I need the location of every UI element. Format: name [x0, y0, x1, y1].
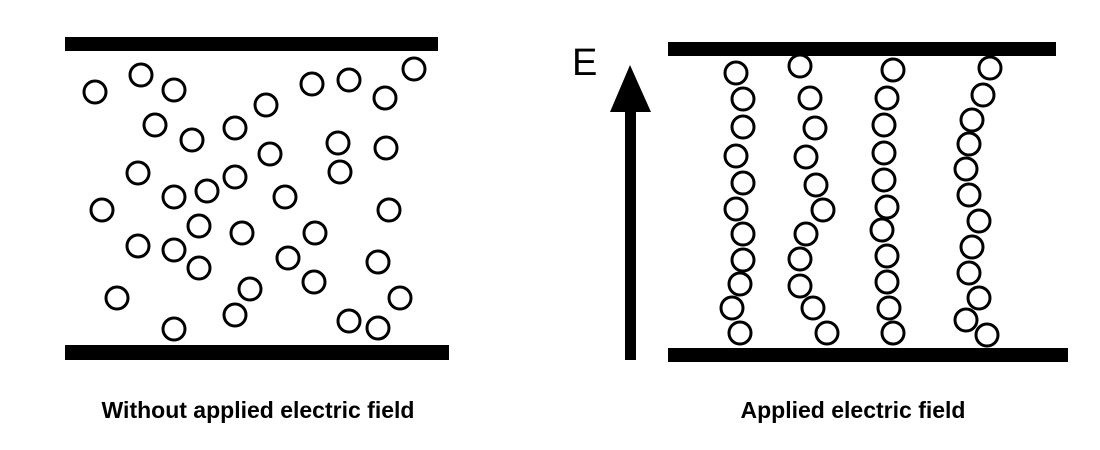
chain-particle — [970, 82, 996, 108]
particle — [229, 220, 255, 246]
particle — [161, 77, 187, 103]
caption-without-field: Without applied electric field — [101, 397, 415, 423]
chain-particle — [869, 217, 895, 243]
particle — [373, 135, 399, 161]
chain-particle — [874, 269, 900, 295]
chain-particle — [803, 172, 829, 198]
up-arrow-icon — [610, 65, 651, 360]
particle — [253, 92, 279, 118]
chain-particle — [793, 221, 819, 247]
particle — [237, 276, 263, 302]
chain-particle — [723, 60, 749, 86]
chain-particle — [797, 85, 823, 111]
particle — [222, 164, 248, 190]
particle — [179, 127, 205, 153]
chain-particle — [810, 197, 836, 223]
chain-particle — [977, 55, 1003, 81]
particle — [372, 85, 398, 111]
particle — [272, 184, 298, 210]
chain-particle — [953, 156, 979, 182]
chain-particle — [787, 273, 813, 299]
particle — [325, 130, 351, 156]
right-top-electrode — [668, 42, 1056, 56]
particle — [89, 197, 115, 223]
particle — [387, 285, 413, 311]
chain-particle — [730, 170, 756, 196]
particle — [299, 71, 325, 97]
particle — [142, 112, 168, 138]
particle — [222, 302, 248, 328]
chain-particle — [723, 196, 749, 222]
particle — [257, 141, 283, 167]
chain-particle — [727, 320, 753, 346]
chain-particle — [966, 208, 992, 234]
chain-particle — [966, 285, 992, 311]
chain-particle — [730, 247, 756, 273]
particle — [82, 79, 108, 105]
particle — [336, 308, 362, 334]
left-bottom-electrode — [65, 345, 449, 360]
chain-particle — [800, 295, 826, 321]
particle — [194, 178, 220, 204]
particle — [401, 56, 427, 82]
chain-particle — [956, 131, 982, 157]
chain-particle — [959, 107, 985, 133]
particle — [336, 67, 362, 93]
chain-particle — [871, 112, 897, 138]
random-particles — [82, 56, 427, 342]
particle — [275, 245, 301, 271]
electric-field-label: E — [572, 42, 598, 84]
chain-particle — [871, 167, 897, 193]
chain-particle — [787, 53, 813, 79]
particle — [222, 115, 248, 141]
particle — [128, 62, 154, 88]
chain-particle — [802, 115, 828, 141]
particle — [161, 237, 187, 263]
caption-applied-field: Applied electric field — [740, 397, 966, 423]
chain-particle — [974, 322, 1000, 348]
particle — [302, 220, 328, 246]
particle — [186, 255, 212, 281]
particle — [365, 315, 391, 341]
particle — [104, 285, 130, 311]
chain-particle — [880, 320, 906, 346]
chain-particle — [956, 260, 982, 286]
chain-particle — [874, 85, 900, 111]
chain-particle — [730, 221, 756, 247]
chain-particle — [787, 246, 813, 272]
chain-particle — [723, 143, 749, 169]
chain-particle — [814, 320, 840, 346]
particle — [327, 159, 353, 185]
particle — [125, 160, 151, 186]
chain-particle — [871, 140, 897, 166]
chain-particle — [719, 295, 745, 321]
chain-particle — [874, 194, 900, 220]
particle — [186, 213, 212, 239]
chain-particle — [953, 307, 979, 333]
particle — [301, 269, 327, 295]
aligned-particle-chains — [719, 53, 1003, 348]
particle — [376, 197, 402, 223]
chain-particle — [880, 57, 906, 83]
particle — [161, 316, 187, 342]
chain-particle — [730, 114, 756, 140]
chain-particle — [727, 271, 753, 297]
chain-particle — [730, 86, 756, 112]
left-top-electrode — [65, 37, 438, 51]
particle — [365, 249, 391, 275]
chain-particle — [876, 295, 902, 321]
chain-particle — [874, 243, 900, 269]
particle — [161, 184, 187, 210]
chain-particle — [956, 182, 982, 208]
chain-particle — [959, 234, 985, 260]
chain-particle — [793, 144, 819, 170]
right-bottom-electrode — [668, 348, 1068, 362]
particle — [125, 233, 151, 259]
